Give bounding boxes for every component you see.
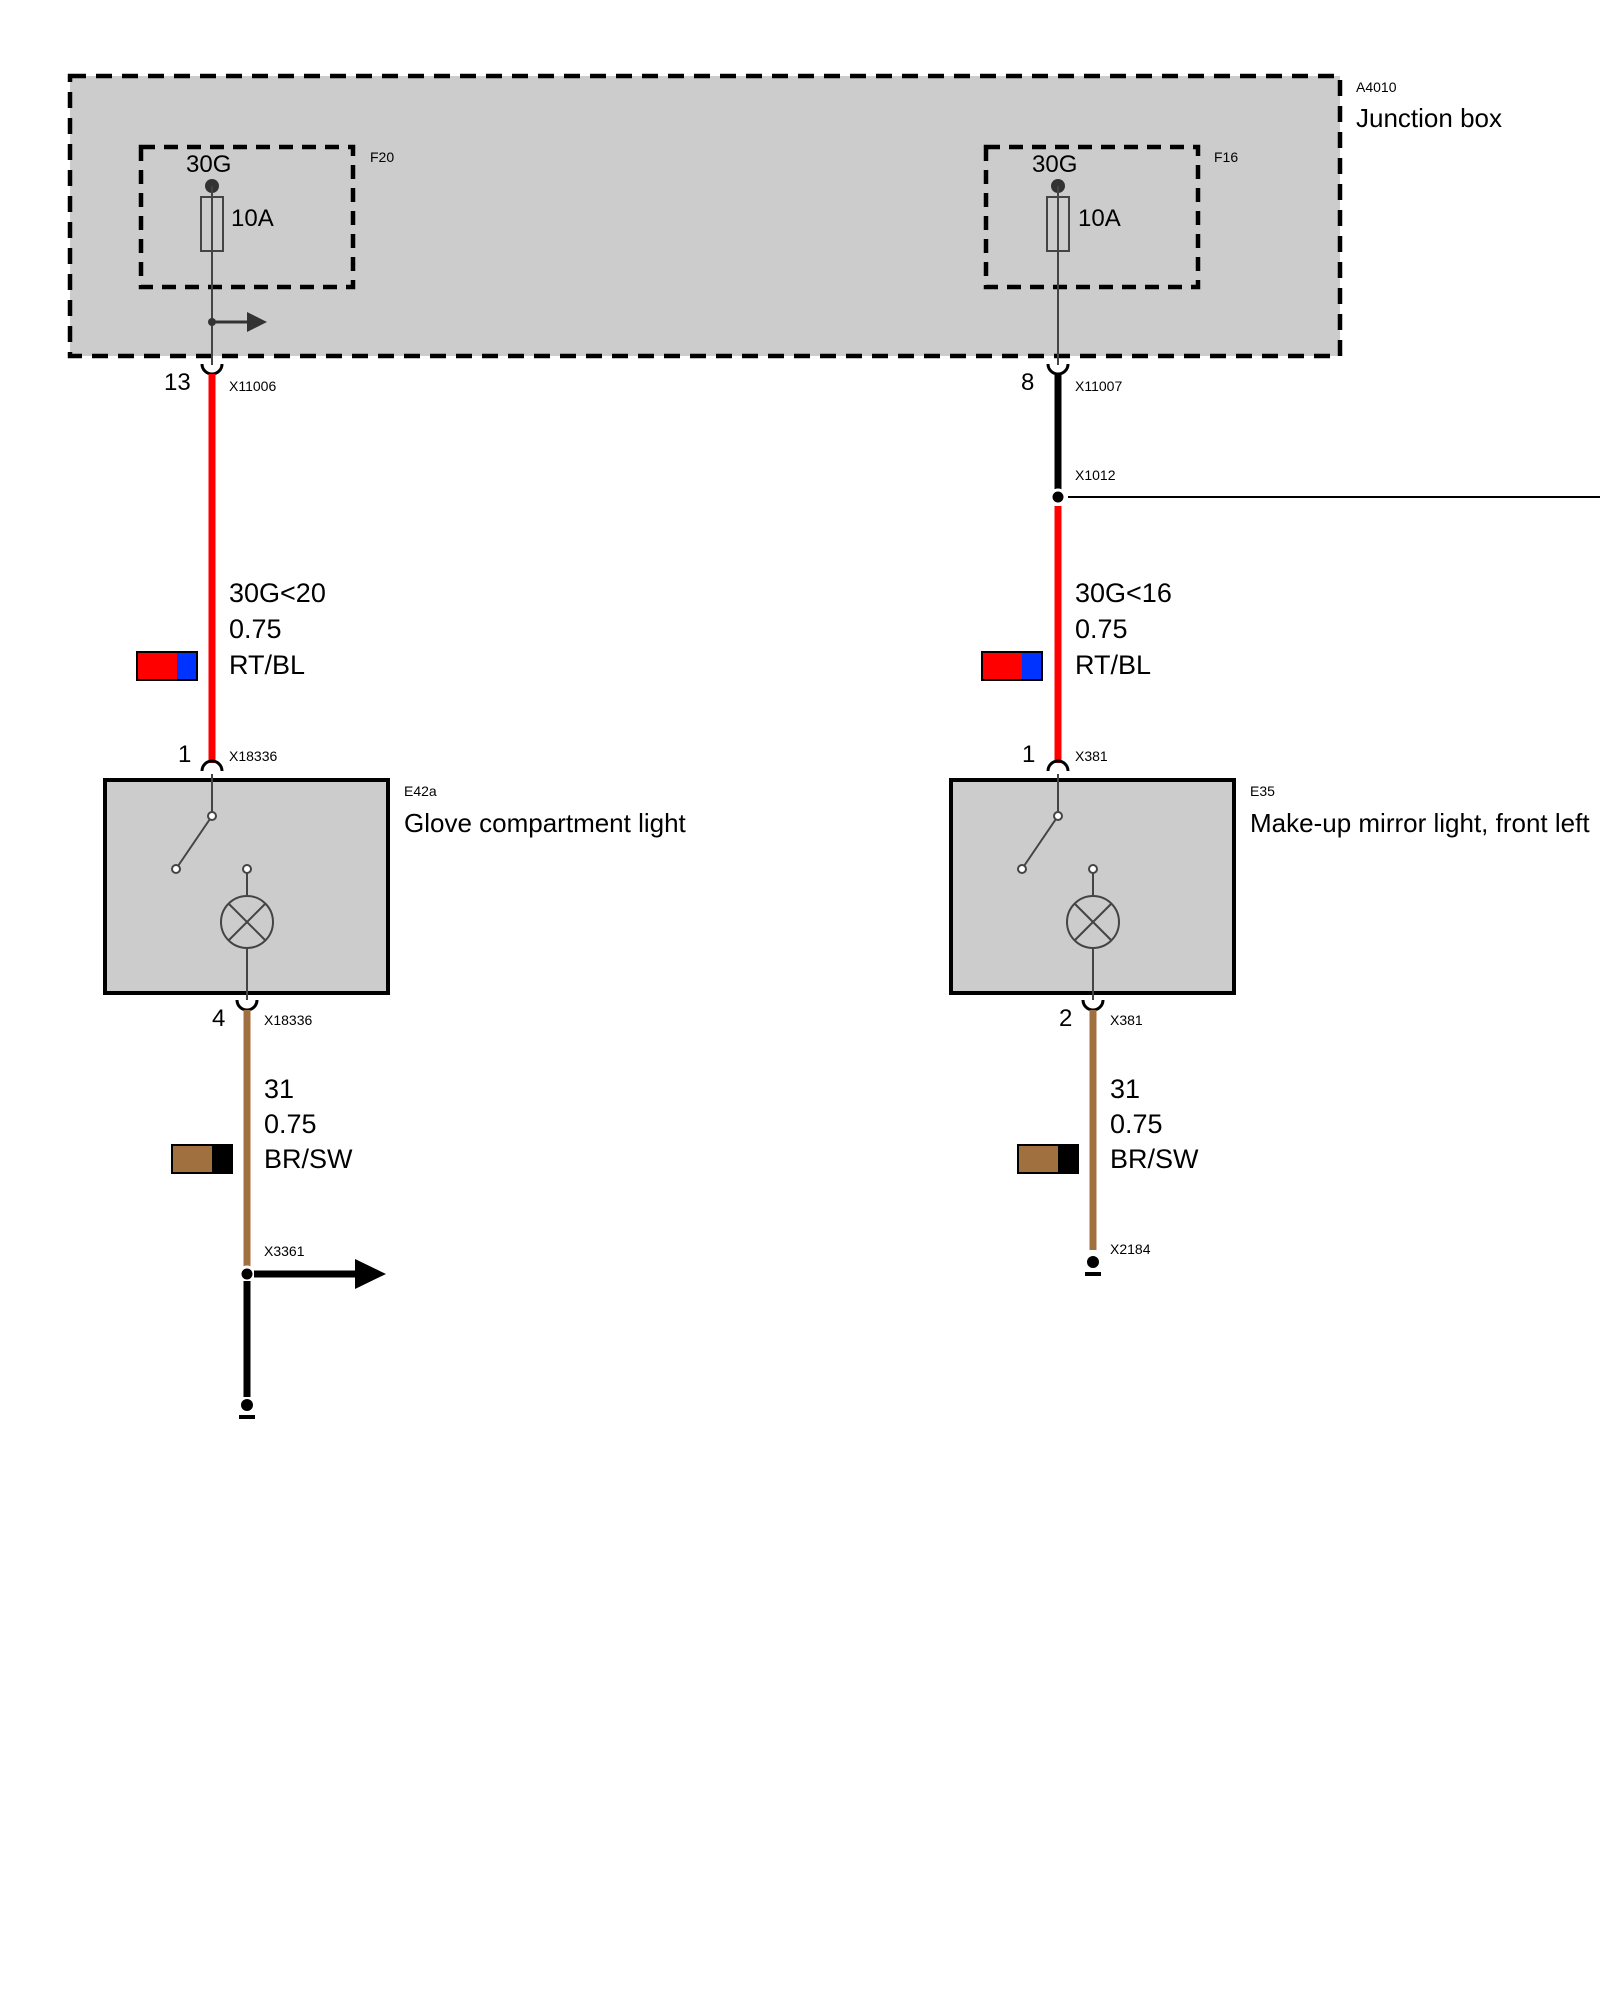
connector-x18336-out-id: X18336 (264, 1012, 312, 1028)
component-e42a-id: E42a (404, 783, 437, 799)
ground-symbol-left (239, 1399, 255, 1419)
ground-symbol-right (1085, 1256, 1101, 1276)
fuse-box-f16 (983, 144, 1201, 290)
lamp-icon (220, 864, 274, 1000)
junction-branch-arrow (247, 312, 267, 332)
component-e35-name: Make-up mirror light, front left (1250, 808, 1590, 838)
splice-x3361 (238, 1265, 256, 1283)
fuse-f16-terminal: 30G (1032, 151, 1077, 178)
junction-box-name: Junction box (1356, 103, 1502, 133)
connector-x18336-in-socket (200, 759, 224, 772)
wire-right-ground-color: BR/SW (1110, 1144, 1199, 1174)
wire-left-ground-color: BR/SW (264, 1144, 353, 1174)
wire-right-supply-swatch (981, 651, 1043, 681)
wire-right-ground-swatch (1017, 1144, 1079, 1174)
wire-right-supply-color: RT/BL (1075, 650, 1151, 680)
connector-x18336-out-pin: 4 (212, 1005, 225, 1032)
wire-left-ground-signal: 31 (264, 1074, 294, 1104)
wire-right-supply-size: 0.75 (1075, 614, 1128, 644)
splice-x1012 (1049, 488, 1067, 506)
fuse-f20-id: F20 (370, 149, 394, 165)
wire-left-supply-color: RT/BL (229, 650, 305, 680)
junction-box-id: A4010 (1356, 79, 1397, 95)
connector-x18336-in-pin: 1 (178, 741, 191, 768)
connector-x11007-socket (1046, 363, 1070, 376)
connector-x381-in-socket (1046, 759, 1070, 772)
connector-x11007-pin: 8 (1021, 369, 1034, 396)
junction-box (67, 73, 1343, 359)
connector-x381-in-pin: 1 (1022, 741, 1035, 768)
connector-x11006-id: X11006 (229, 378, 276, 394)
switch-icon (171, 774, 217, 874)
connector-x18336-in-id: X18336 (229, 748, 277, 764)
ground-x2184-id: X2184 (1110, 1241, 1151, 1257)
connector-x381-in-id: X381 (1075, 748, 1108, 764)
wire-left-supply-size: 0.75 (229, 614, 282, 644)
connector-x381-out-pin: 2 (1059, 1005, 1072, 1032)
fuse-f16-rating: 10A (1078, 205, 1121, 232)
fuse-f20-rating: 10A (231, 205, 274, 232)
splice-x1012-id: X1012 (1075, 467, 1116, 483)
fuse-f16-id: F16 (1214, 149, 1238, 165)
wire-right-ground-signal: 31 (1110, 1074, 1140, 1104)
wire-left-supply-signal: 30G<20 (229, 578, 326, 608)
lamp-icon (1066, 864, 1120, 1000)
connector-x11007-id: X11007 (1075, 378, 1122, 394)
wire-right-supply-signal: 30G<16 (1075, 578, 1172, 608)
splice-x3361-arrow (355, 1259, 386, 1289)
splice-x3361-id: X3361 (264, 1243, 305, 1259)
component-e42a-name: Glove compartment light (404, 808, 687, 838)
wire-left-ground-swatch (171, 1144, 233, 1174)
wire-left-ground-size: 0.75 (264, 1109, 317, 1139)
wire-left-supply-swatch (136, 651, 198, 681)
connector-x18336-out-socket (235, 999, 259, 1012)
switch-icon (1017, 774, 1063, 874)
fuse-f20-terminal: 30G (186, 151, 231, 178)
connector-x381-out-socket (1081, 999, 1105, 1012)
component-e35-id: E35 (1250, 783, 1275, 799)
fuse-box-f20 (138, 144, 356, 290)
connector-x381-out-id: X381 (1110, 1012, 1143, 1028)
connector-x11006-socket (200, 363, 224, 376)
wire-right-ground-size: 0.75 (1110, 1109, 1163, 1139)
connector-x11006-pin: 13 (164, 369, 191, 396)
